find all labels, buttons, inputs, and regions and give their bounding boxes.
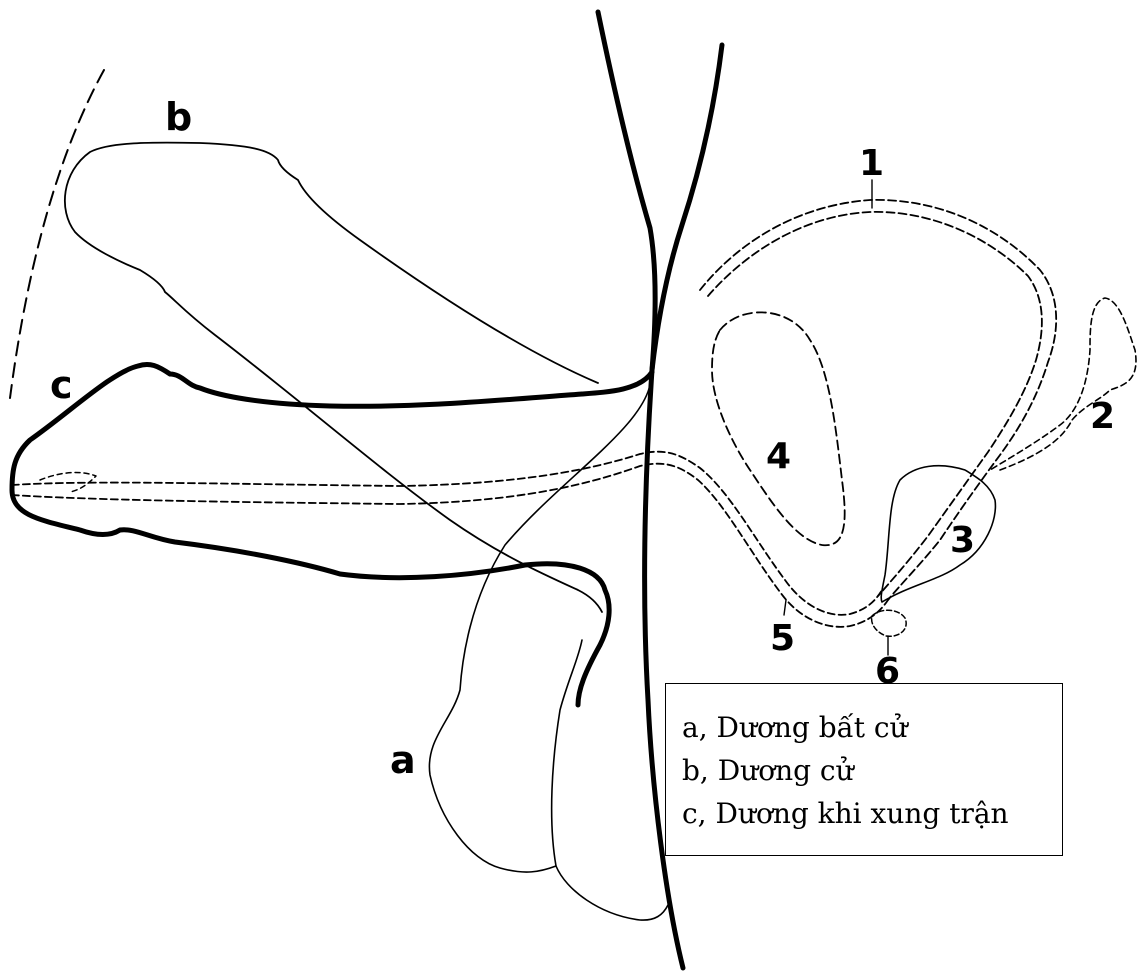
legend-item-c: c, Dương khi xung trận — [682, 792, 1062, 835]
label-2: 2 — [1090, 396, 1115, 437]
motion-arc — [10, 70, 104, 398]
label-5: 5 — [770, 618, 795, 659]
penis-outline-erect — [65, 143, 602, 612]
bladder-inner — [708, 212, 1042, 596]
bladder-outline — [700, 200, 1056, 600]
penis-outline-horizontal — [12, 364, 652, 705]
legend-box: a, Dương bất cử b, Dương cử c, Dương khi… — [665, 683, 1063, 856]
bulbourethral-gland — [872, 610, 907, 636]
leader-line-5 — [784, 600, 786, 615]
penis-outline-flaccid — [429, 385, 668, 920]
label-3: 3 — [950, 520, 975, 561]
pubic-bone — [712, 312, 845, 545]
seminal-vesicle — [990, 298, 1136, 470]
label-4: 4 — [766, 436, 791, 477]
penis-flaccid-inner — [552, 640, 582, 866]
label-a: a — [390, 738, 416, 782]
body-contour-right — [652, 45, 722, 370]
legend-item-a: a, Dương bất cử — [682, 706, 1062, 749]
legend-item-b: b, Dương cử — [682, 749, 1062, 792]
urethra-lower — [12, 464, 888, 627]
label-c: c — [50, 363, 73, 407]
label-b: b — [165, 95, 192, 139]
label-1: 1 — [859, 143, 884, 184]
